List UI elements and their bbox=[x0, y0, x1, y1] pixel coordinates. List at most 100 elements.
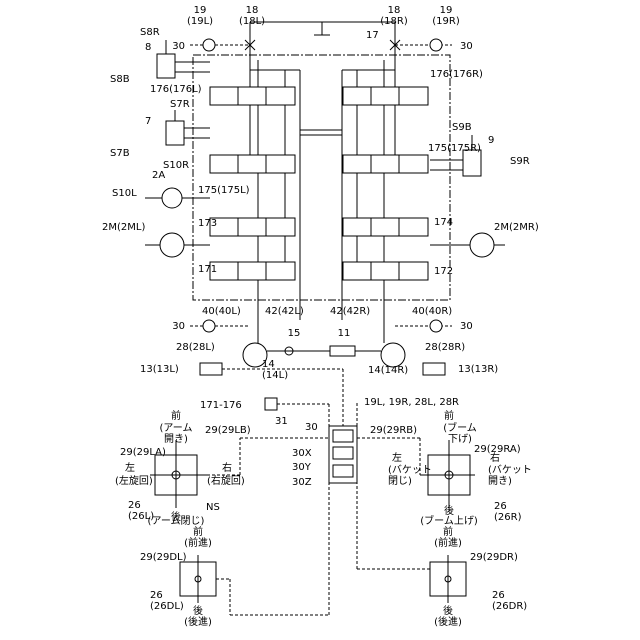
label-left_left: 左 bbox=[125, 461, 135, 474]
label-l9: 9 bbox=[488, 135, 494, 146]
label-l40L: 40(40L) bbox=[202, 306, 241, 317]
pump-14R bbox=[381, 343, 405, 367]
label-dl_front: 前(前進) bbox=[184, 525, 212, 549]
label-l26_26DR: 26(26DR) bbox=[492, 590, 527, 612]
label-l2A: 2A bbox=[152, 170, 165, 181]
label-right_front: 前 bbox=[444, 409, 454, 422]
label-left_arm_open: (アーム開き) bbox=[159, 422, 192, 445]
label-l42L: 42(42L) bbox=[265, 306, 304, 317]
label-l30_ctrl: 30 bbox=[305, 422, 318, 433]
label-lS7R: S7R bbox=[170, 99, 190, 110]
label-lNS: NS bbox=[206, 502, 220, 513]
label-left_left_turn: (左旋回) bbox=[115, 474, 153, 487]
label-lS8B: S8B bbox=[110, 74, 130, 85]
label-lS9R: S9R bbox=[510, 156, 530, 167]
label-left_right: 右 bbox=[222, 461, 232, 474]
label-lS7B: S7B bbox=[110, 148, 130, 159]
label-l2ML: 2M(2ML) bbox=[102, 222, 145, 233]
label-l176L: 176(176L) bbox=[150, 84, 202, 95]
label-l29RB: 29(29RB) bbox=[370, 425, 417, 436]
label-l171: 171 bbox=[198, 264, 217, 275]
label-l30X: 30X bbox=[292, 448, 312, 459]
label-l173: 173 bbox=[198, 218, 217, 229]
controller-30x bbox=[333, 430, 353, 442]
label-l17: 17 bbox=[366, 30, 379, 41]
engine-11 bbox=[330, 346, 355, 356]
label-l175R: 175(175R) bbox=[428, 143, 481, 154]
label-l18_18L: 18(18L) bbox=[239, 5, 265, 27]
sensor-19R bbox=[430, 39, 442, 51]
label-l30_tr: 30 bbox=[460, 41, 473, 52]
valve-176R bbox=[343, 87, 428, 105]
label-right_right: 右 bbox=[490, 451, 500, 464]
label-left_arm_close: (アーム閉じ) bbox=[148, 515, 205, 527]
label-l8: 8 bbox=[145, 42, 151, 53]
label-l30_mr: 30 bbox=[460, 321, 473, 332]
label-right_boom_up: (ブーム上げ) bbox=[420, 514, 478, 527]
valve-172 bbox=[343, 262, 428, 280]
label-lS10R: S10R bbox=[163, 160, 189, 171]
label-l29LA: 29(29LA) bbox=[120, 447, 166, 458]
label-l26_26DL: 26(26DL) bbox=[150, 590, 184, 612]
label-l2MR: 2M(2MR) bbox=[494, 222, 539, 233]
label-l171_176: 171-176 bbox=[200, 400, 242, 411]
controller-30y bbox=[333, 447, 353, 459]
motor-2A bbox=[162, 188, 182, 208]
label-l14L: 14(14L) bbox=[262, 359, 288, 381]
label-l7: 7 bbox=[145, 116, 151, 127]
label-lS9B: S9B bbox=[452, 122, 472, 133]
label-l11: 11 bbox=[338, 328, 351, 339]
label-l19L_list: 19L, 19R, 28L, 28R bbox=[364, 397, 459, 408]
label-l30_tl: 30 bbox=[172, 41, 185, 52]
labels-layer: 19(19L)18(18L)18(18R)19(19R)1730303030S8… bbox=[102, 5, 539, 628]
label-right_boom_down: (ブーム下げ) bbox=[443, 421, 477, 445]
cylinder-7 bbox=[166, 121, 184, 145]
label-l30Y: 30Y bbox=[292, 462, 312, 473]
label-l14R: 14(14R) bbox=[368, 365, 408, 376]
label-l40R: 40(40R) bbox=[412, 306, 452, 317]
travel-pedals bbox=[180, 483, 466, 615]
regulator-13L bbox=[200, 363, 222, 375]
label-lS8R: S8R bbox=[140, 27, 160, 38]
label-left_front: 前 bbox=[171, 409, 181, 422]
label-l13R: 13(13R) bbox=[458, 364, 498, 375]
valve-173 bbox=[210, 218, 295, 236]
label-l28L: 28(28L) bbox=[176, 342, 215, 353]
motor-2ML bbox=[160, 233, 184, 257]
valve-175L bbox=[210, 155, 295, 173]
label-right_bucket_close: (バケット閉じ) bbox=[388, 464, 432, 487]
label-dr_back: 後(後進) bbox=[434, 604, 462, 628]
sensor-19L bbox=[203, 39, 215, 51]
label-lS10L: S10L bbox=[112, 188, 137, 199]
valve-175R bbox=[343, 155, 428, 173]
valve-171 bbox=[210, 262, 295, 280]
label-dl_back: 後(後進) bbox=[184, 604, 212, 628]
label-l42R: 42(42R) bbox=[330, 306, 370, 317]
label-l175L: 175(175L) bbox=[198, 185, 250, 196]
valve-174 bbox=[343, 218, 428, 236]
label-l13L: 13(13L) bbox=[140, 364, 179, 375]
label-l19_19R: 19(19R) bbox=[432, 5, 460, 27]
valve-176L bbox=[210, 87, 295, 105]
controller-30z bbox=[333, 465, 353, 477]
motor-2MR bbox=[470, 233, 494, 257]
label-l176R: 176(176R) bbox=[430, 69, 483, 80]
label-right_left: 左 bbox=[392, 451, 402, 464]
regulator-13R bbox=[423, 363, 445, 375]
label-right_bucket_open: (バケット開き) bbox=[488, 464, 532, 487]
label-l28R: 28(28R) bbox=[425, 342, 465, 353]
label-l29DL: 29(29DL) bbox=[140, 552, 187, 563]
label-l30_ml: 30 bbox=[172, 321, 185, 332]
label-l29LB: 29(29LB) bbox=[205, 425, 251, 436]
label-l19_19L: 19(19L) bbox=[187, 5, 213, 27]
pumps bbox=[190, 320, 452, 375]
valve-31 bbox=[265, 398, 277, 410]
sensor-28L bbox=[203, 320, 215, 332]
label-l30Z: 30Z bbox=[292, 477, 312, 488]
label-l172: 172 bbox=[434, 266, 453, 277]
label-l18_18R: 18(18R) bbox=[380, 5, 408, 27]
label-l26_26R: 26(26R) bbox=[494, 501, 522, 523]
right-valve-stack bbox=[300, 60, 428, 320]
